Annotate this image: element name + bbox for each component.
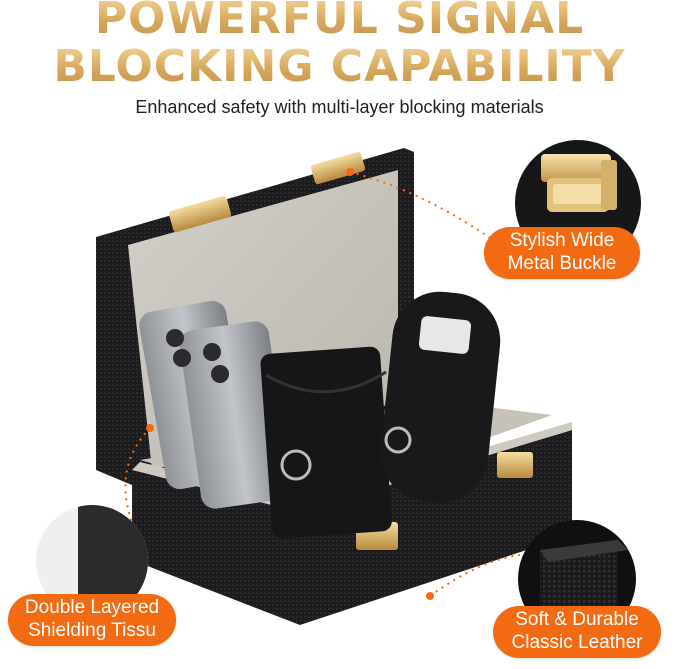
buckle-icon (497, 452, 533, 478)
buckle-icon (168, 195, 232, 233)
feature-badge-shielding: Double Layered Shielding Tissu (8, 594, 176, 646)
feature-shielding-line1: Double Layered (24, 597, 160, 618)
faraday-pouches (260, 291, 501, 539)
subtitle: Enhanced safety with multi-layer blockin… (135, 97, 544, 117)
feature-buckle-line2: Metal Buckle (507, 253, 617, 274)
feature-leather-line1: Soft & Durable (515, 609, 639, 630)
feature-badge-buckle: Stylish Wide Metal Buckle (484, 227, 640, 279)
feature-buckle-line1: Stylish Wide (509, 230, 615, 251)
headline-line-1: POWERFUL SIGNAL (0, 0, 679, 44)
phones (139, 300, 291, 509)
buckle-icon (310, 151, 366, 185)
feature-badge-leather: Soft & Durable Classic Leather (493, 606, 661, 658)
feature-leather-line2: Classic Leather (511, 632, 643, 653)
feature-shielding-line2: Shielding Tissu (28, 620, 156, 641)
headline-line-2: BLOCKING CAPABILITY (0, 42, 679, 92)
